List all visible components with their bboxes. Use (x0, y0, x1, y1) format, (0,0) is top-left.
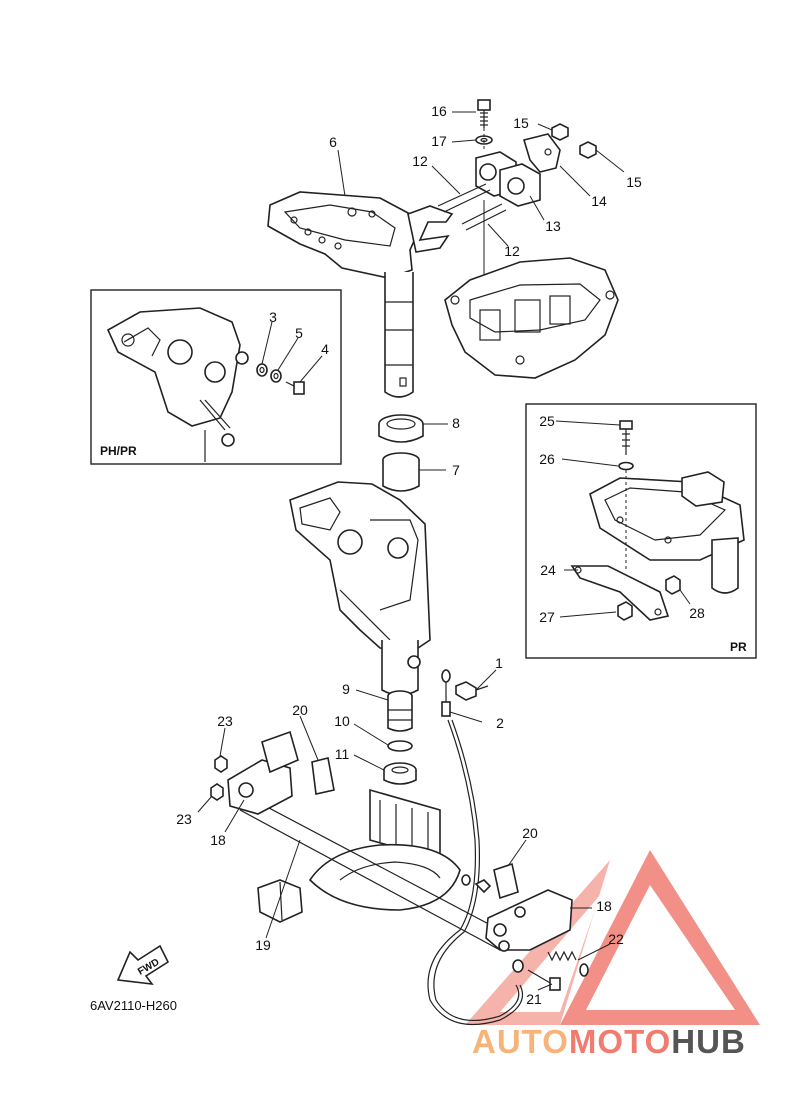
callout-20-left: 20 (292, 702, 308, 718)
callout-5: 5 (295, 325, 303, 341)
lower-bushing-parts (383, 690, 417, 785)
svg-text:AUTOMOTOHUB: AUTOMOTOHUB (472, 1023, 746, 1060)
callout-12-lower: 12 (504, 243, 520, 259)
callout-19: 19 (255, 937, 271, 953)
callout-1: 1 (495, 655, 503, 671)
callout-6: 6 (329, 134, 337, 150)
bushing-parts (378, 414, 424, 492)
callout-27: 27 (539, 609, 555, 625)
callout-20-right: 20 (522, 825, 538, 841)
inset-ph-pr-label: PH/PR (100, 444, 137, 458)
callout-11: 11 (335, 746, 350, 762)
lower-mount-base (234, 788, 501, 951)
callout-12-upper: 12 (412, 153, 428, 169)
diagram-code: 6AV2110-H260 (90, 998, 177, 1013)
swivel-bracket-part (289, 481, 431, 696)
callout-24: 24 (540, 562, 556, 578)
callout-2: 2 (496, 715, 504, 731)
callout-22: 22 (608, 931, 624, 947)
leader-lines (197, 111, 691, 991)
callout-13: 13 (545, 218, 561, 234)
callout-26: 26 (539, 451, 555, 467)
steering-bracket-part (267, 191, 454, 398)
callout-3: 3 (269, 309, 277, 325)
inset-pr (525, 403, 757, 659)
inset-pr-label: PR (730, 640, 747, 654)
watermark-moto: MOTO (569, 1023, 671, 1060)
callout-14: 14 (591, 193, 607, 209)
callout-4: 4 (321, 341, 329, 357)
watermark-text: AUTOMOTOHUB (472, 1023, 746, 1060)
watermark-hub: HUB (671, 1023, 746, 1060)
callout-23-top: 23 (217, 713, 233, 729)
callout-numbers: 1 2 3 4 5 6 7 8 9 10 11 12 12 13 14 15 1… (176, 103, 705, 1007)
callout-21: 21 (526, 991, 542, 1007)
upper-mount-assembly (437, 99, 597, 300)
inset-ph-pr (90, 289, 342, 465)
watermark-auto: AUTO (472, 1023, 569, 1060)
callout-17: 17 (431, 133, 447, 149)
fwd-direction-arrow (116, 944, 170, 986)
callout-7: 7 (452, 462, 460, 478)
callout-28: 28 (689, 605, 705, 621)
callout-25: 25 (539, 413, 555, 429)
upper-casing-part (444, 257, 619, 379)
callout-8: 8 (452, 415, 460, 431)
callout-18-left: 18 (210, 832, 226, 848)
callout-9: 9 (342, 681, 350, 697)
callout-18-right: 18 (596, 898, 612, 914)
callout-15-right: 15 (626, 174, 642, 190)
ground-lead-parts (427, 669, 524, 1026)
callout-16: 16 (431, 103, 447, 119)
callout-15-left: 15 (513, 115, 529, 131)
callout-23-bottom: 23 (176, 811, 192, 827)
callout-10: 10 (334, 713, 350, 729)
